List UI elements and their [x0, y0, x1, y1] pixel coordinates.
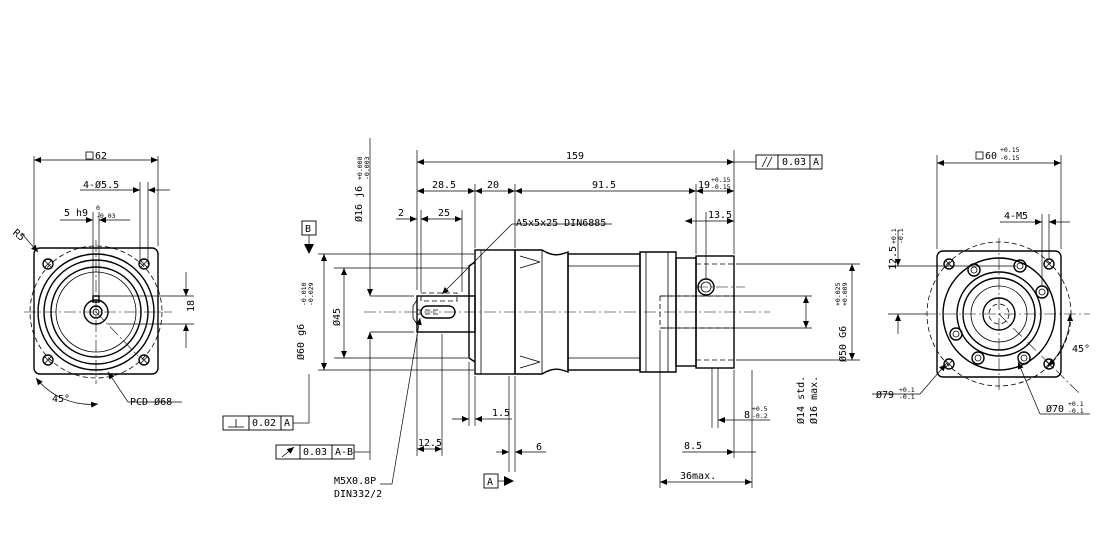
motor-bolt-hole: [1017, 351, 1031, 365]
dim-12-5: 12.5: [418, 438, 442, 449]
dim-1-5: 1.5: [492, 408, 510, 419]
runout-frame: 0.03 A-B: [275, 444, 370, 460]
dia-70-dim: Ø70: [1046, 403, 1064, 415]
front-angle-dim: 45°: [52, 394, 70, 405]
svg-text:A: A: [487, 477, 493, 488]
dim-91-5: 91.5: [592, 180, 616, 191]
svg-text:-0.2: -0.2: [752, 412, 768, 420]
svg-text:-0.029: -0.029: [307, 282, 315, 306]
svg-text:+0.15: +0.15: [1000, 146, 1020, 154]
svg-text:+0.5: +0.5: [752, 405, 768, 413]
svg-text:A: A: [813, 157, 819, 168]
dim-13-5: 13.5: [708, 210, 732, 221]
rear-offset-dim: 12.5: [888, 246, 899, 270]
motor-adapter: [695, 255, 735, 369]
body-dia-dim: Ø45: [331, 308, 343, 326]
svg-text:-0.1: -0.1: [1068, 407, 1084, 415]
front-square-dim: 62: [95, 151, 107, 162]
rear-square-dim: 60: [985, 151, 997, 162]
mounting-hole: [943, 258, 955, 270]
front-holes-dim: 4-Ø5.5: [83, 179, 119, 191]
svg-text:+0.1: +0.1: [899, 386, 915, 394]
rear-angle-dim: 45°: [1072, 344, 1090, 355]
svg-text:0: 0: [96, 204, 100, 212]
shaft-key: [420, 305, 456, 319]
svg-text:+0.1: +0.1: [890, 228, 898, 244]
total-length-dim: 159: [566, 151, 584, 162]
svg-text:A-B: A-B: [335, 447, 353, 458]
dim-25: 25: [438, 208, 450, 219]
thread-callout: M5X0.8P: [334, 476, 376, 487]
svg-text:-0.15: -0.15: [1000, 154, 1020, 162]
mounting-hole: [42, 354, 54, 366]
dim-8: 8: [744, 410, 750, 421]
datum-a: A: [483, 473, 514, 489]
thread-standard: DIN332/2: [334, 489, 382, 500]
motor-bolt-hole: [971, 351, 985, 365]
svg-text:-0.03: -0.03: [96, 212, 116, 220]
dia-79-dim: Ø79: [876, 389, 894, 401]
mounting-hole: [138, 354, 150, 366]
radius-dim: R5: [10, 228, 26, 244]
rear-threads-dim: 4-M5: [1004, 211, 1028, 222]
pcd-circle: [29, 245, 163, 379]
mounting-hole: [1043, 258, 1055, 270]
motor-shaft-std: Ø14 std.: [795, 376, 807, 424]
motor-bolt-hole: [1035, 285, 1049, 299]
dim-36max: 36max.: [680, 471, 716, 482]
svg-text:B: B: [305, 224, 311, 235]
svg-text:-0.1: -0.1: [899, 393, 915, 401]
mounting-hole: [42, 258, 54, 270]
height-18-dim: 18: [186, 300, 197, 312]
svg-text:+0.15: +0.15: [711, 176, 731, 184]
svg-text:-0.1: -0.1: [897, 228, 905, 244]
mounting-hole: [943, 358, 955, 370]
svg-text:+0.009: +0.009: [841, 282, 849, 306]
svg-text:0.03: 0.03: [782, 157, 806, 168]
svg-text:+0.025: +0.025: [834, 282, 842, 306]
gear-housing: [514, 249, 569, 375]
motor-bore-dim: Ø50 G6: [837, 326, 849, 362]
motor-shaft-max: Ø16 max.: [808, 376, 820, 424]
datum-b: B: [301, 220, 317, 254]
dim-20: 20: [487, 180, 499, 191]
svg-text:-0.010: -0.010: [300, 282, 308, 306]
parallelism-frame: 0.03 A: [734, 154, 823, 170]
dim-28-5: 28.5: [432, 180, 456, 191]
side-view: 159 28.5 20 91.5 19 +0.15 -0.15 2 25 A5x…: [222, 138, 860, 500]
dim-2: 2: [398, 208, 404, 219]
svg-text:-0.003: -0.003: [363, 156, 371, 180]
motor-bolt-hole: [967, 263, 981, 277]
key-callout: A5x5x25 DIN6885: [516, 218, 606, 229]
dim-6: 6: [536, 442, 542, 453]
pilot-dia-dim: Ø60 g6: [295, 324, 307, 360]
svg-text:+0.1: +0.1: [1068, 400, 1084, 408]
motor-bolt-hole: [949, 327, 963, 341]
mounting-hole: [1043, 358, 1055, 370]
svg-text:0.02: 0.02: [252, 418, 276, 429]
front-view: 62 4-Ø5.5 5 h9 0 -0.03 R5 18 45° PCD Ø68: [10, 151, 197, 408]
key-width-dim: 5 h9: [64, 208, 88, 219]
svg-text:-0.15: -0.15: [711, 183, 731, 191]
pcd-dim: PCD Ø68: [130, 396, 172, 408]
perpendicularity-frame: 0.02 A: [222, 374, 310, 431]
svg-text:0.03: 0.03: [303, 447, 327, 458]
mounting-hole: [138, 258, 150, 270]
shaft-dia-dim: Ø16 j6: [353, 186, 365, 222]
dim-19: 19: [698, 180, 710, 191]
svg-text:+0.008: +0.008: [356, 156, 364, 180]
svg-text:A: A: [284, 418, 290, 429]
dim-8-5: 8.5: [684, 441, 702, 452]
rear-view: 60 +0.15 -0.15 4-M5 12.5 +0.1 -0.1 Ø79 +…: [872, 146, 1090, 415]
